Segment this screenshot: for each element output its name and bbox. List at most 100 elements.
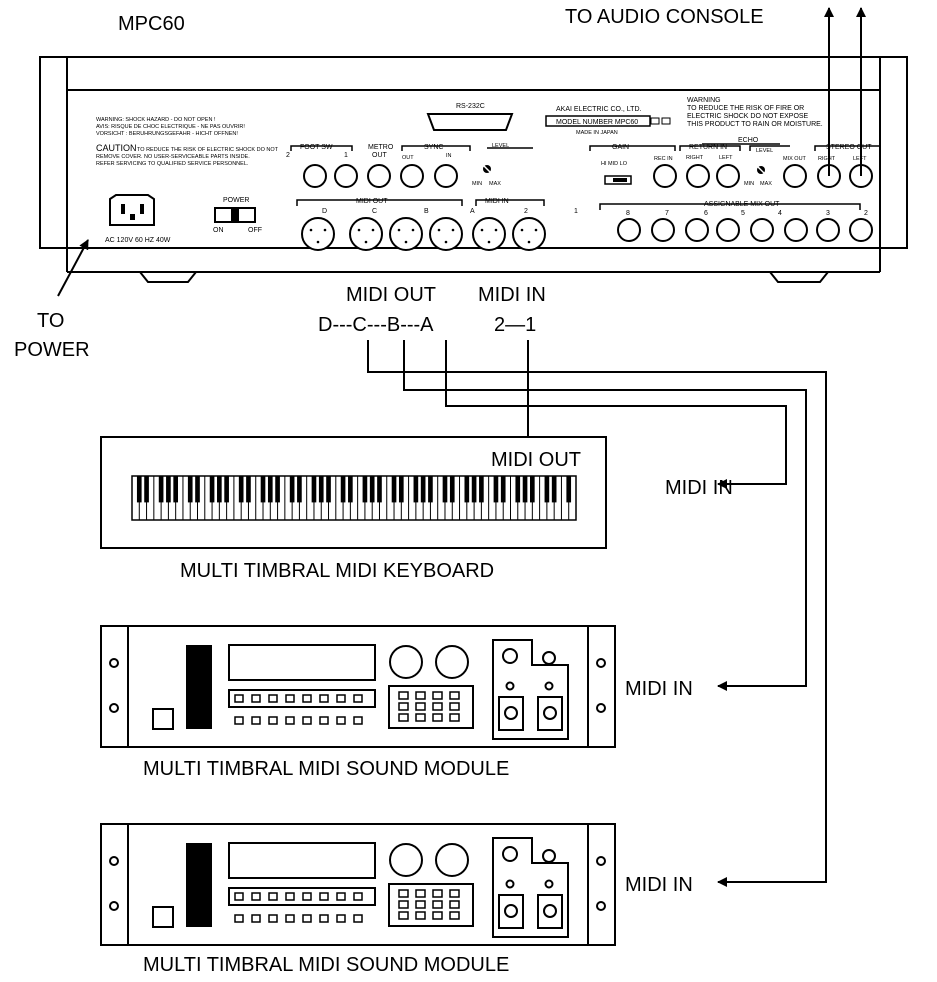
- black-key: [267, 476, 273, 503]
- svg-text:MADE IN JAPAN: MADE IN JAPAN: [576, 130, 618, 136]
- black-key: [464, 476, 470, 503]
- output-jack: [504, 904, 518, 918]
- rack-screw-icon: [109, 901, 119, 911]
- front-button: [302, 892, 312, 901]
- rack-screw-icon: [596, 856, 606, 866]
- keypad-button: [415, 911, 426, 920]
- headphone-jack: [502, 648, 518, 664]
- svg-text:FOOT SW: FOOT SW: [300, 144, 333, 151]
- svg-text:LEVEL: LEVEL: [756, 148, 773, 154]
- front-button: [234, 716, 244, 725]
- black-key: [166, 476, 171, 503]
- svg-text:VORSICHT : BERUHRUNGSGEFAHR -: VORSICHT : BERUHRUNGSGEFAHR - HICHT OFFN…: [96, 131, 238, 137]
- svg-text:RIGHT: RIGHT: [818, 156, 836, 162]
- lcd-display: [228, 842, 376, 879]
- svg-text:REFER SERVICING TO QUALIFIED S: REFER SERVICING TO QUALIFIED SERVICE PER…: [96, 161, 249, 167]
- small-jack: [505, 879, 515, 889]
- svg-text:THIS PRODUCT TO RAIN OR MOISTU: THIS PRODUCT TO RAIN OR MOISTURE.: [687, 121, 823, 128]
- device-title: MPC60: [118, 13, 185, 35]
- svg-text:AKAI ELECTRIC CO., LTD.: AKAI ELECTRIC CO., LTD.: [556, 106, 641, 113]
- black-key: [246, 476, 251, 503]
- keypad-button: [398, 900, 409, 909]
- svg-text:RIGHT: RIGHT: [686, 155, 704, 161]
- small-jack: [544, 879, 554, 889]
- svg-text:ELECTRIC SHOCK DO NOT EXPOSE: ELECTRIC SHOCK DO NOT EXPOSE: [687, 113, 809, 120]
- keypad-button: [449, 889, 460, 898]
- front-button: [268, 914, 278, 923]
- black-key: [449, 476, 455, 503]
- black-key: [391, 476, 397, 503]
- black-key: [173, 476, 179, 503]
- svg-text:TO REDUCE THE RISK OF ELECTRIC: TO REDUCE THE RISK OF ELECTRIC SHOCK DO …: [137, 147, 279, 153]
- keyboard-name: MULTI TIMBRAL MIDI KEYBOARD: [180, 560, 494, 582]
- small-jack: [542, 849, 556, 863]
- keypad-button: [432, 702, 443, 711]
- rack-screw-icon: [109, 703, 119, 713]
- black-key: [500, 476, 506, 503]
- black-key: [493, 476, 499, 503]
- svg-text:METRO: METRO: [368, 144, 394, 151]
- midi-port-labels: [296, 199, 861, 210]
- keypad-button: [432, 911, 443, 920]
- front-button: [234, 892, 244, 901]
- front-button: [353, 694, 363, 703]
- svg-text:MODEL NUMBER MPC60: MODEL NUMBER MPC60: [556, 119, 638, 126]
- svg-text:2—1: 2—1: [494, 314, 536, 336]
- black-key: [297, 476, 302, 503]
- keyboard-midi-in-label: MIDI IN: [665, 477, 733, 499]
- keypad-button: [398, 691, 409, 700]
- safety-warnings: WARNING: SHOCK HAZARD - DO NOT OPEN ! AV…: [96, 117, 279, 167]
- midi-cables: [367, 340, 827, 887]
- keypad-button: [449, 702, 460, 711]
- svg-text:LEVEL: LEVEL: [492, 143, 509, 149]
- front-button: [285, 892, 295, 901]
- front-button: [285, 914, 295, 923]
- module-2-midi-in-label: MIDI IN: [625, 874, 693, 896]
- button-row-frame: [228, 887, 376, 906]
- svg-text:MIDI IN: MIDI IN: [485, 198, 509, 205]
- black-key: [275, 476, 280, 503]
- black-key: [187, 476, 193, 503]
- power-cable: TO POWER: [14, 239, 90, 361]
- black-key: [398, 476, 404, 503]
- rack-screw-icon: [596, 658, 606, 668]
- front-button: [268, 694, 278, 703]
- black-key: [544, 476, 550, 503]
- black-key: [311, 476, 317, 503]
- upper-jack-labels: [290, 143, 881, 151]
- rotary-knob: [435, 645, 469, 679]
- svg-text:POWER: POWER: [14, 339, 90, 361]
- keypad-button: [449, 911, 460, 920]
- svg-text:MAX: MAX: [760, 181, 772, 187]
- black-key: [413, 476, 419, 503]
- small-jack: [544, 681, 554, 691]
- assignable-mix-out-jacks: [617, 218, 873, 242]
- black-key: [340, 476, 346, 503]
- keypad-button: [415, 702, 426, 711]
- svg-text:WARNING: SHOCK HAZARD - DO NOT: WARNING: SHOCK HAZARD - DO NOT OPEN !: [96, 117, 216, 123]
- front-button: [353, 716, 363, 725]
- fire-warning: WARNING TO REDUCE THE RISK OF FIRE OR EL…: [687, 97, 823, 128]
- svg-text:A: A: [470, 208, 475, 215]
- keypad-button: [449, 713, 460, 722]
- disk-slot: [186, 645, 212, 729]
- front-button: [251, 694, 261, 703]
- black-key: [209, 476, 215, 503]
- output-jack-frame: [498, 894, 524, 929]
- front-button: [353, 892, 363, 901]
- svg-text:MAX: MAX: [489, 181, 501, 187]
- black-key: [369, 476, 375, 503]
- front-button: [268, 892, 278, 901]
- svg-text:HI MID LO: HI MID LO: [601, 161, 628, 167]
- power-button: [152, 708, 174, 730]
- front-button: [302, 716, 312, 725]
- front-button: [319, 914, 329, 923]
- black-key: [318, 476, 324, 503]
- svg-text:MIDI OUT: MIDI OUT: [346, 284, 436, 306]
- to-audio-console-label: TO AUDIO CONSOLE: [565, 6, 764, 28]
- disk-slot: [186, 843, 212, 927]
- keypad-button: [398, 889, 409, 898]
- front-button: [302, 694, 312, 703]
- black-key: [136, 476, 142, 503]
